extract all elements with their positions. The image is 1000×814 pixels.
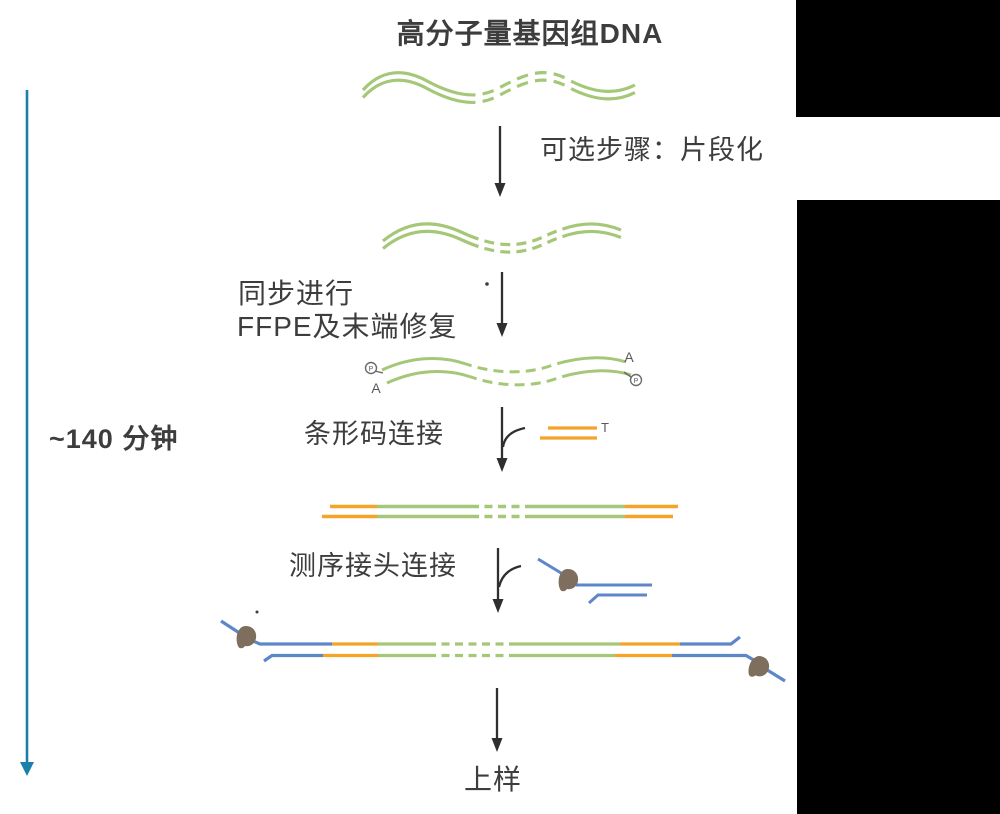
small-dot <box>255 610 259 614</box>
motor-protein-icon <box>558 569 579 592</box>
motor-protein-icon <box>748 655 770 677</box>
motor-protein-icon <box>236 626 257 649</box>
dna-fragmented-squiggle <box>381 222 622 254</box>
dna-end-repaired: P A A P <box>364 349 643 396</box>
step-label-end-repair-line1: 同步进行 <box>238 278 355 309</box>
arrow-adapter-ligation <box>492 548 522 613</box>
step-label-load: 上样 <box>464 764 523 795</box>
sequencing-adapter <box>537 557 652 605</box>
redacted-block-right <box>797 200 1000 814</box>
step-label-barcode-ligation: 条形码连接 <box>304 419 444 449</box>
a-overhang-left: A <box>371 380 381 396</box>
dna-hmw-squiggle <box>361 71 636 104</box>
page-title: 高分子量基因组DNA <box>396 18 664 49</box>
arrow-load <box>491 688 503 752</box>
barcode-adapter: T <box>540 420 609 440</box>
step-label-fragmentation: 可选步骤：片段化 <box>540 135 764 165</box>
timeline-duration-label: ~140 分钟 <box>49 424 179 454</box>
phosphate-label-left: P <box>369 366 374 373</box>
small-dot <box>485 282 489 286</box>
phosphate-label-right: P <box>634 378 639 385</box>
arrow-fragmentation <box>494 126 506 197</box>
timeline-arrow <box>20 90 34 776</box>
dna-barcoded <box>322 504 678 519</box>
step-label-adapter-ligation: 测序接头连接 <box>289 551 457 581</box>
phosphate-circle-right <box>629 373 643 387</box>
step-label-end-repair-line2: FFPE及末端修复 <box>237 311 458 342</box>
arrow-barcode-ligation <box>496 407 526 472</box>
dna-final-construct <box>220 610 786 683</box>
redacted-block-top-right <box>796 0 1000 117</box>
arrow-end-repair <box>485 272 508 337</box>
a-overhang-right: A <box>624 349 634 365</box>
t-overhang-label: T <box>601 420 609 435</box>
phosphate-circle-left <box>364 361 378 375</box>
